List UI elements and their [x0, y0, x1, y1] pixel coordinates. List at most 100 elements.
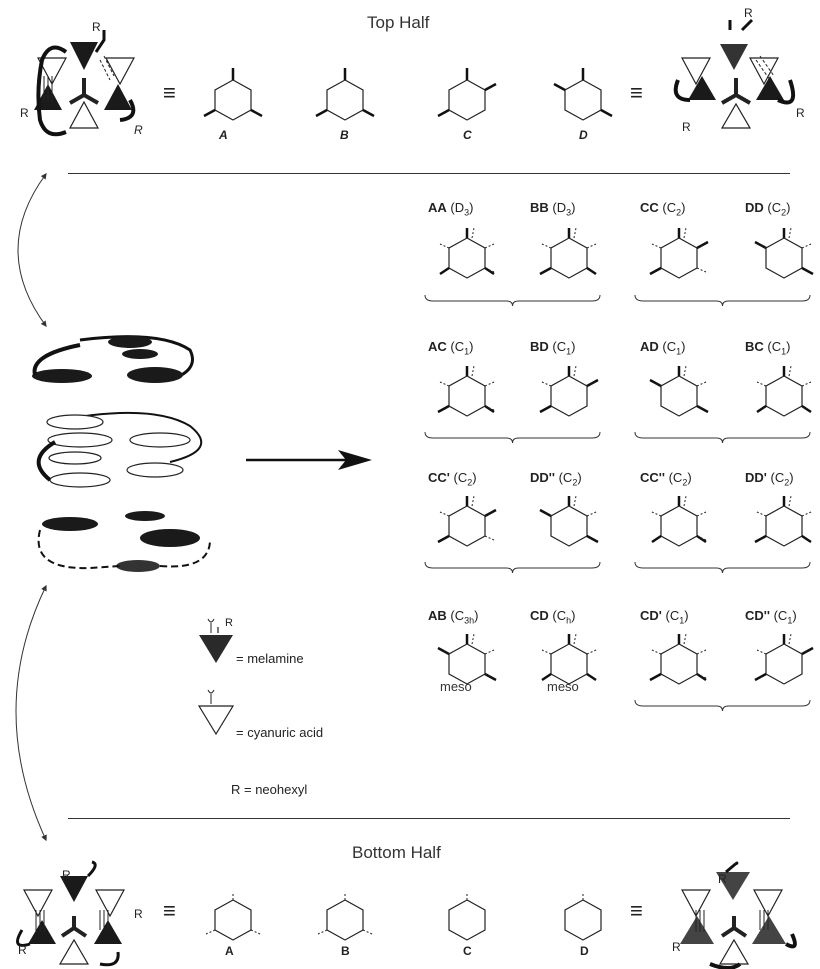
- equivalence-symbol: ≡: [630, 80, 643, 105]
- combination-header: BC (C1): [745, 339, 791, 357]
- combination-header: AD (C1): [640, 339, 686, 357]
- point-group: (C: [658, 200, 677, 215]
- group-brace: [634, 561, 811, 574]
- combination-hexagon: [437, 365, 495, 417]
- combination-hexagon: [651, 495, 707, 547]
- hexagon-label-C: C: [463, 128, 472, 142]
- r-label: R: [134, 123, 143, 137]
- r-label: R: [92, 20, 101, 34]
- combination-id: DD': [745, 470, 767, 485]
- point-group: (C: [664, 470, 683, 485]
- combination-id: BB: [530, 200, 549, 215]
- combination-header: AA (D3): [428, 200, 474, 218]
- equivalence-symbol: ≡: [630, 898, 643, 923]
- combination-header: DD'' (C2): [530, 470, 582, 488]
- combination-header: CD' (C1): [640, 608, 689, 626]
- point-group: (C: [661, 608, 680, 623]
- hexagon-B: [315, 68, 375, 121]
- group-brace: [634, 294, 811, 307]
- point-group: (C: [763, 200, 782, 215]
- hexagon-label-B: B: [341, 944, 350, 958]
- point-group: (D: [446, 200, 465, 215]
- combination-id: AC: [428, 339, 447, 354]
- combination-hexagon: [754, 633, 814, 685]
- legend-r-definition: R = neohexyl: [231, 782, 308, 797]
- hexagon-C: [448, 892, 486, 941]
- combination-id: CD'': [745, 608, 770, 623]
- combination-hexagon: [649, 365, 709, 417]
- combination-header: CD'' (C1): [745, 608, 797, 626]
- r-label: R: [672, 940, 681, 954]
- right-arrow-icon: [246, 450, 372, 470]
- combination-id: CC': [428, 470, 450, 485]
- meso-label: meso: [547, 679, 579, 694]
- r-label: R: [18, 943, 27, 957]
- combination-id: DD: [745, 200, 764, 215]
- combination-hexagon: [754, 227, 814, 279]
- combination-header: CC' (C2): [428, 470, 477, 488]
- melamine-triangle-icon: [199, 618, 233, 663]
- top-left-rosette: [34, 30, 136, 137]
- divider-top: [68, 173, 790, 174]
- point-group: (C: [554, 470, 573, 485]
- hexagon-label-D: D: [579, 128, 588, 142]
- top-right-rosette: [673, 18, 795, 129]
- r-label: R: [796, 106, 805, 120]
- top-half-title: Top Half: [367, 13, 430, 32]
- combination-header: AB (C3h): [428, 608, 479, 626]
- combination-hexagon: [439, 227, 495, 279]
- combination-header: BB (D3): [530, 200, 576, 218]
- point-group: (D: [548, 200, 567, 215]
- combination-hexagon: [541, 633, 597, 685]
- bottom-left-rosette: [16, 860, 126, 967]
- combination-id: CC: [640, 200, 659, 215]
- bottom-half-title: Bottom Half: [352, 843, 441, 862]
- hexagon-label-B: B: [340, 128, 349, 142]
- combination-id: AD: [640, 339, 659, 354]
- combination-hexagon: [437, 495, 497, 547]
- combination-header: BD (C1): [530, 339, 576, 357]
- double-arrow-icon: [17, 173, 47, 327]
- combination-hexagon: [649, 633, 707, 685]
- point-group: (C: [766, 470, 785, 485]
- combination-hexagon: [539, 365, 599, 417]
- group-brace: [424, 431, 601, 444]
- combination-header: CC (C2): [640, 200, 686, 218]
- equivalence-symbol: ≡: [163, 898, 176, 923]
- point-group: (C: [769, 608, 788, 623]
- combination-id: CD': [640, 608, 662, 623]
- combination-hexagon: [756, 365, 812, 417]
- group-brace: [424, 561, 601, 574]
- group-brace: [424, 294, 601, 307]
- combination-header: AC (C1): [428, 339, 474, 357]
- hexagon-D: [564, 892, 602, 941]
- combination-hexagon: [437, 633, 497, 685]
- combination-header: CD (Ch): [530, 608, 576, 626]
- hexagon-label-A: A: [225, 944, 234, 958]
- r-label: R: [20, 106, 29, 120]
- stacked-rosette-assembly: [32, 335, 211, 572]
- combination-hexagon: [539, 227, 597, 279]
- point-group: (C: [446, 339, 465, 354]
- hexagon-label-A: A: [219, 128, 228, 142]
- combination-id: CD: [530, 608, 549, 623]
- cyanuric-triangle-icon: [197, 689, 235, 736]
- combination-id: AB: [428, 608, 447, 623]
- r-label: R: [744, 6, 753, 20]
- equivalence-symbol: ≡: [163, 80, 176, 105]
- r-label: R: [718, 872, 727, 886]
- combination-header: CC'' (C2): [640, 470, 692, 488]
- group-brace: [634, 431, 811, 444]
- divider-bottom: [68, 818, 790, 819]
- hexagon-A: [203, 68, 263, 121]
- combination-id: CC'': [640, 470, 665, 485]
- r-label: R: [682, 120, 691, 134]
- point-group: (C: [449, 470, 468, 485]
- hexagon-A: [205, 892, 261, 941]
- combination-id: DD'': [530, 470, 555, 485]
- combination-id: BC: [745, 339, 764, 354]
- hexagon-D: [553, 68, 613, 121]
- hexagon-label-D: D: [580, 944, 589, 958]
- hexagon-label-C: C: [463, 944, 472, 958]
- r-label: R: [62, 868, 71, 882]
